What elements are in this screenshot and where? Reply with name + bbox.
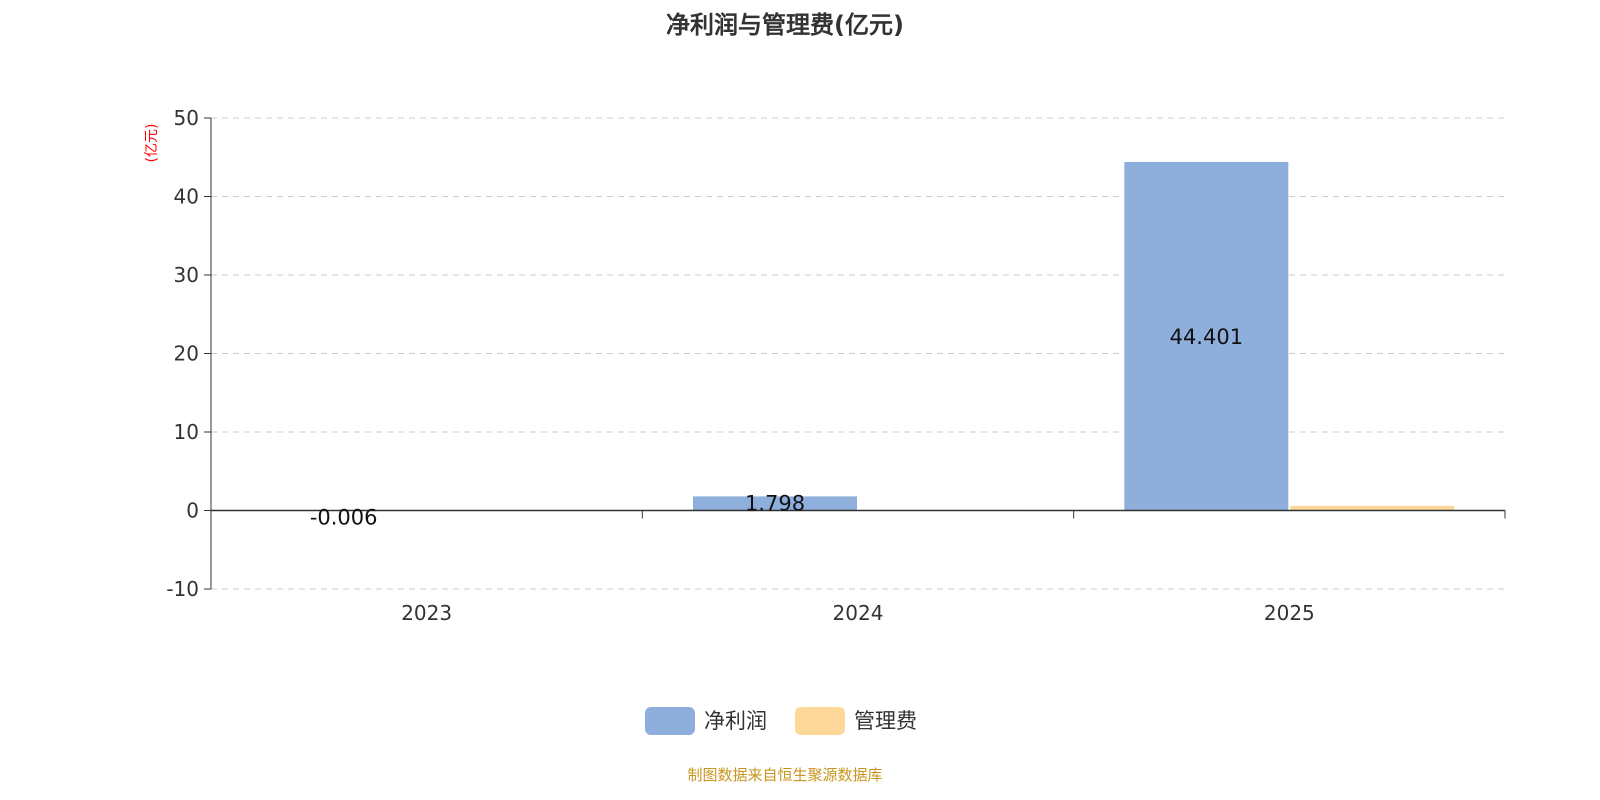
y-tick-label: -10 <box>166 577 199 601</box>
legend-swatch <box>645 707 695 735</box>
data-label: 44.401 <box>1170 325 1243 349</box>
y-tick-label: 30 <box>174 263 199 287</box>
bar-净利润 <box>1124 161 1289 511</box>
bar-净利润 <box>693 496 857 511</box>
legend-swatch <box>795 707 845 735</box>
x-tick-label: 2024 <box>833 601 884 625</box>
legend-label: 净利润 <box>704 709 767 733</box>
chart-title: 净利润与管理费(亿元) <box>666 11 904 39</box>
x-tick-label: 2025 <box>1264 601 1315 625</box>
y-tick-label: 0 <box>186 499 199 523</box>
bar-管理费 <box>1290 505 1455 511</box>
y-tick-label: 50 <box>174 106 199 130</box>
data-label: 1.798 <box>745 491 805 515</box>
y-tick-label: 10 <box>174 420 199 444</box>
source-note: 制图数据来自恒生聚源数据库 <box>687 766 882 784</box>
x-tick-label: 2023 <box>401 601 452 625</box>
legend-label: 管理费 <box>854 709 917 733</box>
data-label: -0.006 <box>310 506 378 530</box>
y-tick-label: 20 <box>174 342 199 366</box>
y-axis-label: (亿元) <box>144 124 160 163</box>
y-tick-label: 40 <box>174 185 199 209</box>
